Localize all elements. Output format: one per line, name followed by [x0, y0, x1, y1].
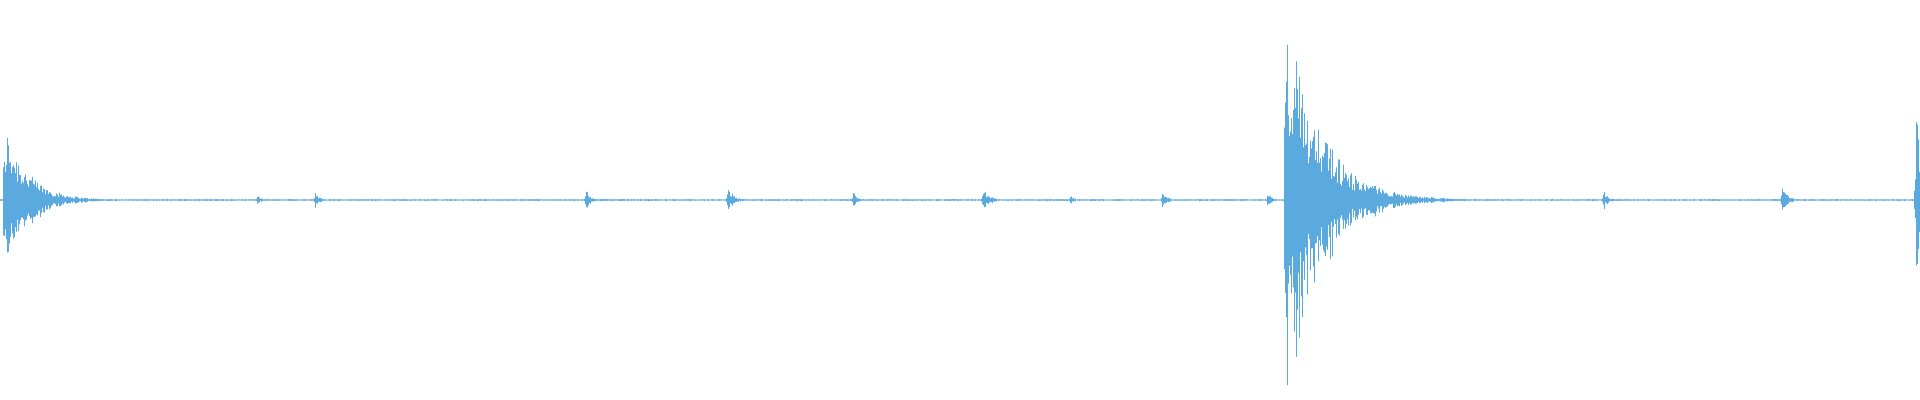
waveform-samples — [0, 44, 1920, 386]
waveform-trace — [0, 44, 1920, 386]
